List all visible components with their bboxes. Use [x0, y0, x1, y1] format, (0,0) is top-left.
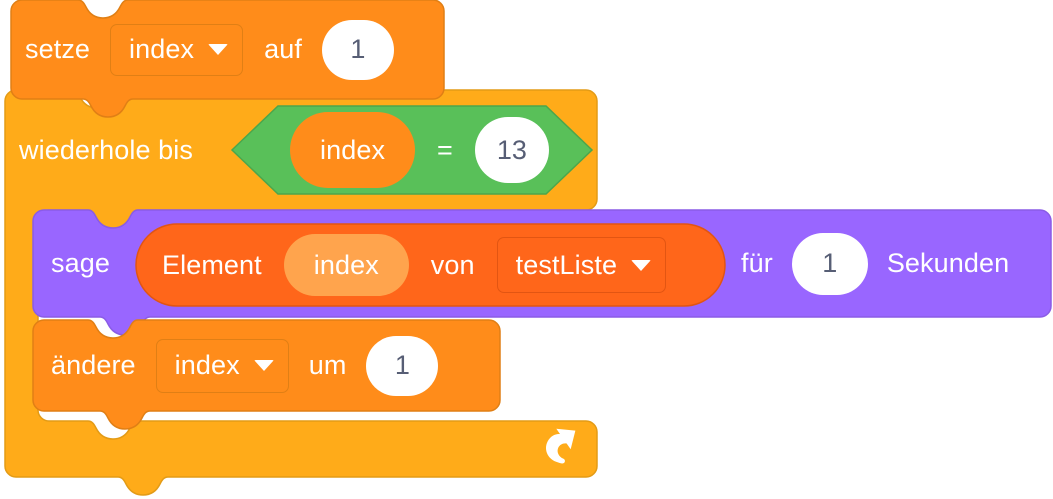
item-of-list-index-label: index [313, 249, 379, 280]
condition-right-input[interactable]: 13 [474, 117, 549, 183]
loop-arrow-icon [546, 428, 576, 464]
chevron-down-icon [208, 44, 229, 55]
set-variable-dropdown[interactable]: index [110, 23, 244, 76]
repeat-until-block[interactable]: wiederhole bis [5, 90, 597, 210]
set-variable-label-middle: auf [264, 34, 302, 64]
condition-left-variable[interactable]: index [290, 112, 416, 188]
chevron-down-icon [253, 360, 274, 371]
condition-right-value: 13 [496, 134, 527, 165]
set-variable-value: 1 [350, 34, 366, 64]
change-variable-value-input[interactable]: 1 [366, 335, 439, 396]
change-variable-dropdown-value: index [174, 350, 240, 380]
change-variable-value: 1 [394, 350, 410, 380]
change-variable-block[interactable]: ändere index um 1 [33, 320, 500, 411]
chevron-down-icon [631, 259, 652, 271]
item-of-list-reporter[interactable]: Element index von testListe [136, 224, 725, 306]
item-of-list-index-variable[interactable]: index [283, 234, 409, 296]
list-name-dropdown[interactable]: testListe [496, 237, 667, 293]
condition-left-variable-label: index [320, 134, 386, 165]
change-variable-label-before: ändere [51, 350, 136, 380]
say-for-seconds-block[interactable]: sage [33, 210, 1051, 317]
set-variable-block[interactable]: setze index auf 1 [11, 0, 444, 99]
say-label-after: Sekunden [886, 248, 1010, 278]
set-variable-value-input[interactable]: 1 [321, 19, 394, 80]
list-name-dropdown-value: testListe [515, 249, 618, 280]
say-seconds-input[interactable]: 1 [791, 232, 868, 295]
item-of-list-label-middle: von [430, 249, 475, 280]
say-label-middle: für [741, 248, 773, 278]
equals-operator-symbol: = [437, 134, 453, 165]
set-variable-label-before: setze [25, 34, 91, 64]
item-of-list-label-before: Element [162, 249, 262, 280]
set-variable-dropdown-value: index [129, 34, 195, 64]
change-variable-label-middle: um [308, 350, 347, 380]
say-label-before: sage [51, 248, 110, 278]
say-seconds-value: 1 [822, 248, 838, 278]
change-variable-dropdown[interactable]: index [155, 338, 289, 393]
equals-operator[interactable]: index = 13 [232, 106, 592, 194]
repeat-until-label: wiederhole bis [19, 134, 193, 165]
say-duration-group: für 1 Sekunden [741, 210, 1051, 317]
